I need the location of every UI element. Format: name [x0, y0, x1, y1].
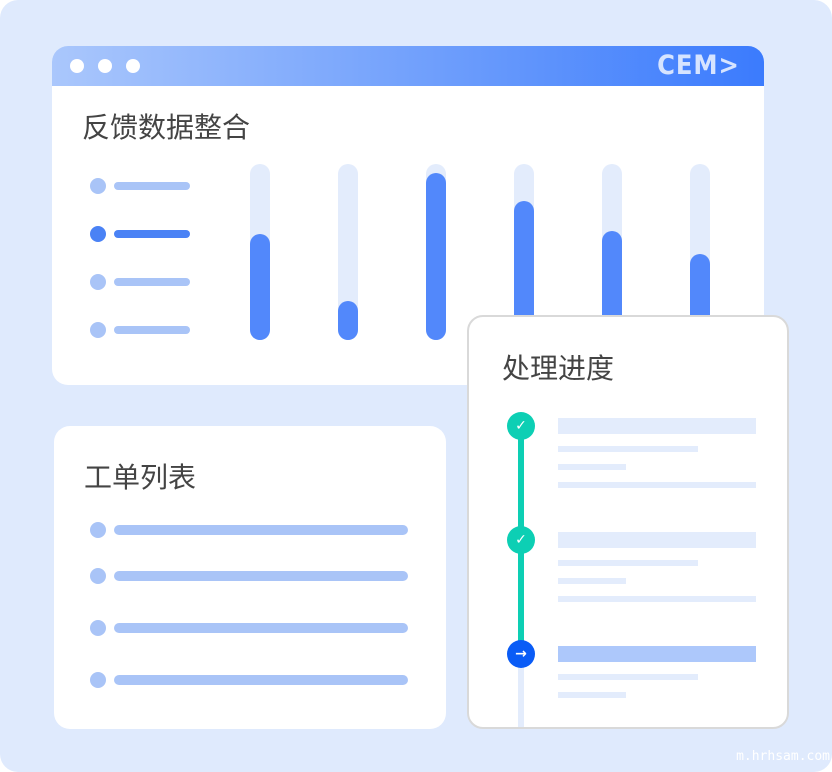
- bar-track: [514, 164, 534, 340]
- timeline-line-pending: [518, 654, 524, 727]
- ticket-list-title: 工单列表: [84, 461, 197, 494]
- bar-fill: [514, 200, 534, 340]
- watermark: m.hrhsam.com: [736, 749, 830, 764]
- step-line: [558, 578, 626, 584]
- window-dot: [126, 59, 140, 73]
- brand-logo: CEM>: [657, 50, 740, 81]
- bar-fill: [338, 301, 358, 340]
- step-line: [558, 482, 756, 488]
- progress-card: 处理进度 ✓ ✓ →: [467, 315, 789, 729]
- check-icon: ✓: [515, 532, 527, 548]
- arrow-right-icon: →: [515, 646, 527, 662]
- bar-track: [338, 164, 358, 340]
- list-item-bar: [114, 623, 408, 633]
- window-dot: [70, 59, 84, 73]
- bar-fill: [602, 230, 622, 340]
- list-item-dot: [90, 672, 106, 688]
- legend-bar: [114, 278, 190, 286]
- step-heading-bar: [558, 532, 756, 548]
- step-done-node: ✓: [507, 526, 535, 554]
- legend-dot: [90, 322, 106, 338]
- legend-bar: [114, 182, 190, 190]
- ticket-list-card: 工单列表: [54, 426, 446, 729]
- legend-dot: [90, 178, 106, 194]
- list-item-bar: [114, 675, 408, 685]
- step-line: [558, 674, 698, 680]
- window-dot: [98, 59, 112, 73]
- list-item-dot: [90, 522, 106, 538]
- list-item-bar: [114, 571, 408, 581]
- legend-dot: [90, 226, 106, 242]
- legend-bar: [114, 230, 190, 238]
- step-line: [558, 692, 626, 698]
- step-current-node: →: [507, 640, 535, 668]
- bar-track: [250, 164, 270, 340]
- progress-title: 处理进度: [502, 352, 615, 385]
- step-heading-bar: [558, 418, 756, 434]
- list-item-dot: [90, 568, 106, 584]
- legend-dot: [90, 274, 106, 290]
- step-line: [558, 560, 698, 566]
- check-icon: ✓: [515, 418, 527, 434]
- step-line: [558, 446, 698, 452]
- legend-bar: [114, 326, 190, 334]
- step-done-node: ✓: [507, 412, 535, 440]
- list-item-dot: [90, 620, 106, 636]
- window-titlebar: CEM>: [52, 46, 764, 86]
- bar-fill: [426, 172, 446, 340]
- step-heading-bar: [558, 646, 756, 662]
- step-line: [558, 464, 626, 470]
- bar-track: [690, 164, 710, 340]
- bar-track: [602, 164, 622, 340]
- window-title: 反馈数据整合: [82, 111, 251, 144]
- bar-fill: [250, 234, 270, 340]
- list-item-bar: [114, 525, 408, 535]
- bar-track: [426, 164, 446, 340]
- step-line: [558, 596, 756, 602]
